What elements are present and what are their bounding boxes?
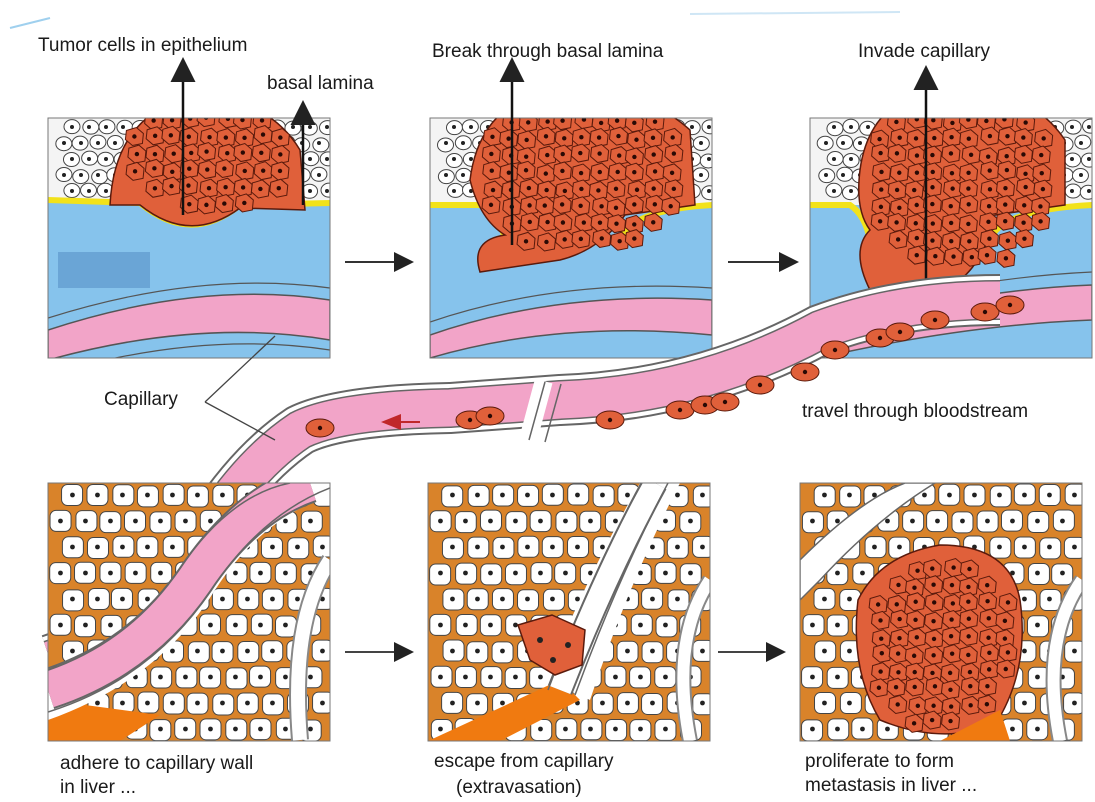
tumor-cell <box>941 97 959 115</box>
tumor-cell <box>979 94 997 112</box>
tumor-cell <box>519 94 537 112</box>
tumor-cell <box>590 94 608 112</box>
panel-tumor-in-epithelium <box>48 95 337 375</box>
epithelial-cell <box>438 138 454 152</box>
epithelial-cell <box>92 170 108 184</box>
label-escape-line1: escape from capillary <box>434 750 614 774</box>
decorative-mark <box>690 12 900 14</box>
epithelial-cell <box>700 154 716 168</box>
label-travel: travel through bloodstream <box>802 400 1028 424</box>
label-capillary: Capillary <box>104 388 178 412</box>
tumor-cell <box>908 95 926 113</box>
label-escape-line2: (extravasation) <box>456 776 582 800</box>
epithelial-cell <box>313 138 329 152</box>
label-adhere-line1: adhere to capillary wall <box>60 752 253 776</box>
decorative-mark <box>10 18 50 28</box>
panel-adhere <box>48 483 334 741</box>
label-basal-lamina: basal lamina <box>267 72 374 96</box>
epithelial-cell <box>321 183 337 197</box>
tumor-cell <box>609 96 627 114</box>
tumor-cell <box>572 95 590 113</box>
panel-escape <box>428 483 714 741</box>
label-proliferate-line2: metastasis in liver ... <box>805 774 977 798</box>
panel-proliferate <box>800 483 1086 741</box>
panel-break-through <box>430 88 718 358</box>
label-proliferate-line1: proliferate to form <box>805 750 954 774</box>
tumor-cell <box>960 93 978 111</box>
tumor-cell <box>998 96 1016 114</box>
capillary-leader-line <box>205 402 275 440</box>
tumor-cell <box>554 96 572 114</box>
label-adhere-line2: in liver ... <box>60 776 136 800</box>
tumor-cell <box>628 94 646 112</box>
tumor-cell <box>927 95 945 113</box>
label-tumor-in-epithelium: Tumor cells in epithelium <box>38 34 247 58</box>
label-invade-capillary: Invade capillary <box>858 40 990 64</box>
tumor-cell <box>538 96 556 114</box>
label-break-through: Break through basal lamina <box>432 40 663 64</box>
stroma-highlight <box>58 252 150 288</box>
